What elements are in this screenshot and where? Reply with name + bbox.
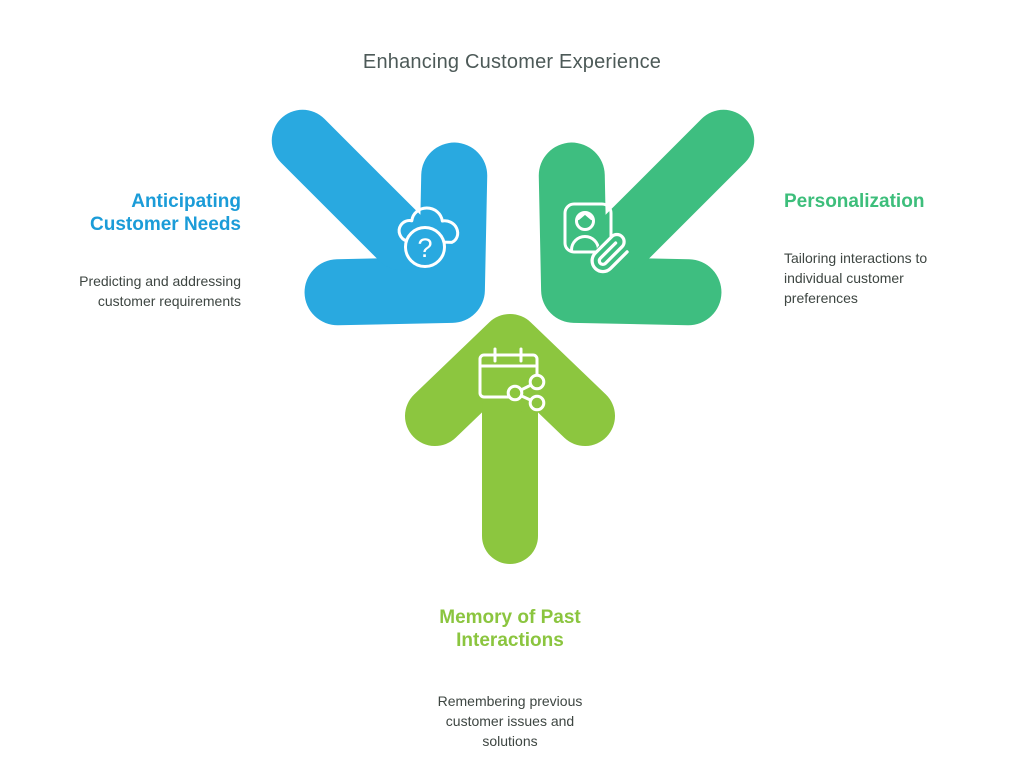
description-anticipating: Predicting and addressing customer requi… [79,273,241,309]
arrow-personalization [538,109,755,326]
arrow-shape-blue [271,109,488,326]
question-mark-glyph: ? [417,233,432,263]
heading-memory: Memory of Past Interactions [439,607,581,651]
page-title: Enhancing Customer Experience [362,51,662,73]
label-block-anticipating: Anticipating Customer Needs Predicting a… [61,172,241,329]
description-memory: Remembering previous customer issues and… [437,693,583,749]
calendar-share-icon [478,347,548,413]
description-personalization: Tailoring interactions to individual cus… [784,250,928,306]
cloud-question-icon: ? [397,206,460,268]
arrow-anticipating [271,109,488,326]
heading-personalization: Personalization [784,191,925,212]
heading-anticipating: Anticipating Customer Needs [90,191,241,235]
label-block-personalization: Personalization Tailoring interactions t… [784,172,954,326]
arrow-memory [405,314,615,564]
arrow-shape-green [538,109,755,326]
arrow-shape-lime [405,314,615,564]
person-badge-paperclip-icon [563,202,629,274]
label-block-memory: Memory of Past Interactions Remembering … [427,588,593,768]
